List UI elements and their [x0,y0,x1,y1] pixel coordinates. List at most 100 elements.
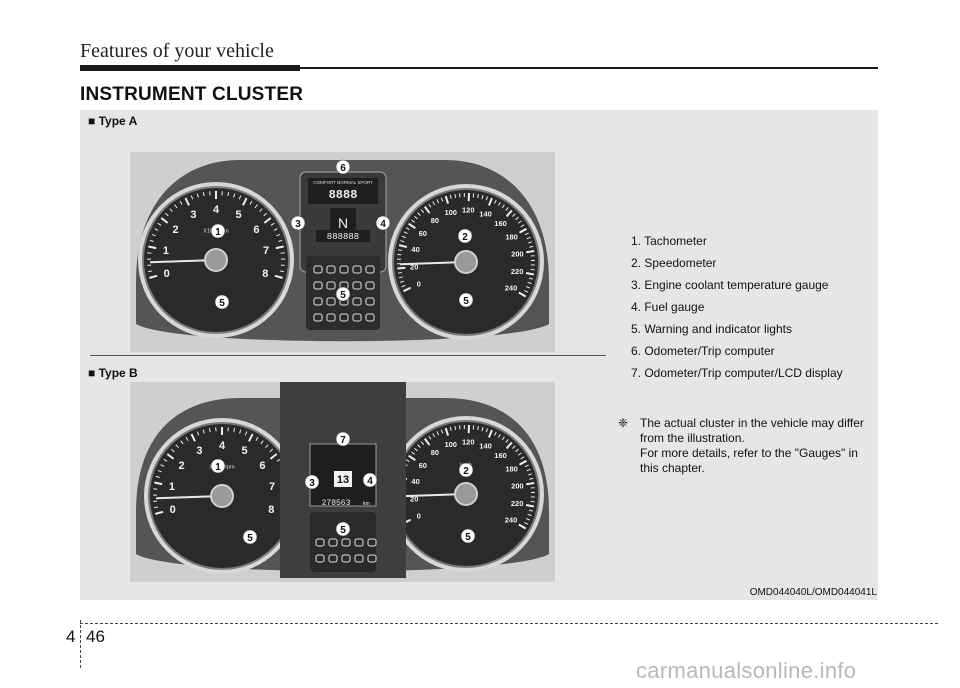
callout-number: 5 [463,296,469,307]
warning-light-icon [341,538,351,547]
legend-item: 4. Fuel gauge [631,300,705,314]
gauge-tick [505,209,513,218]
callout-marker [335,431,351,447]
gauge-tick [397,272,402,274]
warning-light-icon [352,265,362,274]
gauge-tick [411,219,415,223]
gauge-tick-label: 60 [419,229,427,238]
gauge-tick [529,477,534,480]
gauge-tick [408,454,416,461]
odometer-digits: 888888 [327,232,359,242]
gauge-tick [520,224,525,228]
callout-number: 1 [215,462,221,473]
gauge-tick [166,453,175,460]
gauge-tick [244,431,248,436]
gauge-tick [501,436,505,441]
gauge-tick [153,506,159,509]
gauge-tick [428,435,432,440]
warning-light-icon [326,281,336,290]
gauge-tick [481,194,484,200]
gauge-tick [440,429,444,434]
warning-light-icon [326,265,336,274]
needle-hub [210,484,234,508]
legend-list: 1. Tachometer 2. Speedometer 3. Engine c… [631,230,843,384]
callout-marker [460,528,476,544]
note-block: ❈ The actual cluster in the vehicle may … [618,416,880,476]
warning-light-icon [315,538,325,547]
speedometer-gauge: 020406080100120140160180200220240km/h [388,184,544,340]
gauge-tick [169,208,173,213]
callout-marker [335,159,351,175]
gauge-tick-label: 3 [196,445,202,457]
gauge-tick [279,270,285,273]
gauge-tick [512,445,516,449]
gauge-tick [505,439,509,443]
callout-number: 5 [340,290,346,301]
gauge-tick [526,468,531,472]
gauge-tick [411,451,415,455]
gauge-tick [494,199,497,204]
callout-number: 5 [219,298,225,309]
callout-marker [335,521,351,537]
gauge-tick-label: 120 [462,206,475,215]
gauge-tick [417,212,421,216]
gauge-tick-label: 240 [505,516,518,525]
gauge-tick-label: 40 [411,477,419,486]
warning-light-icon [352,313,362,322]
gauge-tick-label: 180 [505,233,518,242]
warning-lights-panel [315,538,377,563]
gauge-tick [202,429,205,434]
warning-light-icon [354,538,364,547]
gauge-tick-label: 8 [262,268,268,280]
gauge-tick [233,193,236,198]
gauge-tick [160,217,169,224]
warning-light-icon [328,538,338,547]
callout-marker [458,292,474,308]
gauge-tick-label: 2 [178,460,184,472]
gauge-tick [444,195,450,204]
warning-light-icon [365,265,375,274]
gauge-tick [238,195,242,200]
warning-light-icon [341,554,351,563]
legend-item: 5. Warning and indicator lights [631,322,792,336]
gauge-tick [526,236,531,240]
warning-light-icon [315,554,325,563]
trip-digits: 8888 [329,188,358,202]
gauge-tick [273,228,278,231]
speedometer-gauge: 020406080100120140160180200220240km/h [388,416,544,572]
gauge-tick-label: 4 [219,440,226,452]
gauge-tick-label: 5 [241,445,247,457]
gauge-tick [179,200,183,205]
gauge-tick [449,194,452,199]
gauge-tick [260,440,264,445]
callout-number: 5 [340,525,346,536]
callout-marker [210,458,226,474]
callout-marker [375,215,391,231]
gauge-tick [190,195,194,200]
gauge-tick [526,518,531,521]
gauge-tick [494,431,497,436]
gauge-tick [423,206,431,214]
gauge-tick [527,513,532,517]
warning-light-icon [339,313,349,322]
gauge-tick [157,222,162,226]
gauge-tick [526,482,535,486]
gauge-tick [428,203,432,208]
legend-item: 6. Odometer/Trip computer [631,344,775,358]
gauge-tick-label: 140 [479,442,492,451]
section-title: INSTRUMENT CLUSTER [80,84,304,105]
gauge-tick [518,459,527,466]
page-header-title: Features of your vehicle [80,40,274,62]
gauge-tick [505,207,509,211]
warning-light-icon [313,265,323,274]
gauge-tick [526,286,531,289]
gauge-tick [147,270,153,273]
gauge-tick [488,197,493,206]
warning-light-icon [354,554,364,563]
gauge-tick [485,196,488,201]
callout-number: 5 [247,533,253,544]
gauge-tick-label: 60 [419,461,427,470]
callout-number: 4 [380,219,386,230]
gauge-tick [164,212,169,217]
gauge-tick [227,192,230,197]
